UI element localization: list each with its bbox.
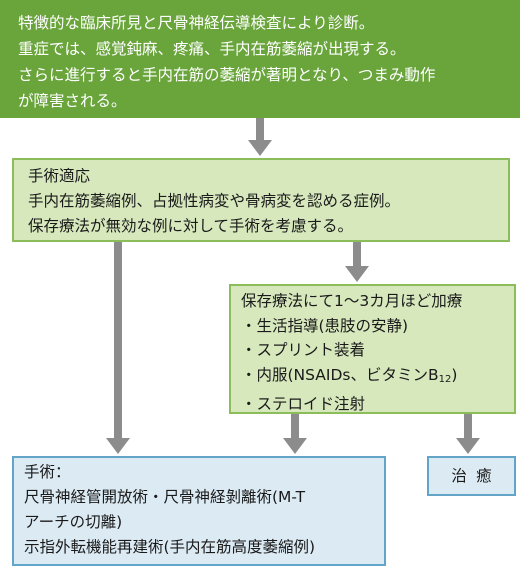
arrow-conservative-to-cure xyxy=(456,414,480,454)
conservative-therapy-box: 保存療法にて1〜3カ月ほど加療 ・生活指導(患肢の安静) ・スプリント装着 ・内… xyxy=(229,284,516,414)
surgery-line-3: 示指外転機能再建術(手内在筋高度萎縮例) xyxy=(24,538,316,556)
vitamin-subscript: 12 xyxy=(438,373,452,385)
diagnosis-line-2: 重症では、感覚鈍麻、疼痛、手内在筋萎縮が出現する。 xyxy=(18,40,406,58)
diagnosis-line-4: が障害される。 xyxy=(18,92,127,110)
surgery-line-2: アーチの切離) xyxy=(24,513,123,531)
conservative-item-lifestyle: ・生活指導(患肢の安静) xyxy=(241,316,409,335)
arrow-indication-to-conservative xyxy=(345,242,369,282)
cure-label: 治癒 xyxy=(451,467,501,485)
diagnosis-box: 特徴的な臨床所見と尺骨神経伝導検査により診断。 重症では、感覚鈍麻、疼痛、手内在… xyxy=(0,0,520,118)
conservative-item-steroid: ・ステロイド注射 xyxy=(241,395,366,413)
surgery-title: 手術： xyxy=(24,463,71,481)
medication-close: ) xyxy=(451,365,458,384)
medication-text: ・内服(NSAIDs、ビタミンB xyxy=(241,365,439,384)
cure-box: 治癒 xyxy=(427,456,516,496)
arrow-indication-to-surgery xyxy=(106,242,130,454)
surgery-line-1: 尺骨神経管開放術・尺骨神経剝離術(M-T xyxy=(24,488,306,506)
arrow-diagnosis-to-indication xyxy=(248,118,272,156)
surgery-box: 手術： 尺骨神経管開放術・尺骨神経剝離術(M-T アーチの切離) 示指外転機能再… xyxy=(12,456,386,566)
diagnosis-line-1: 特徴的な臨床所見と尺骨神経伝導検査により診断。 xyxy=(18,14,375,32)
diagnosis-line-3: さらに進行すると手内在筋の萎縮が著明となり、つまみ動作 xyxy=(18,66,436,84)
conservative-item-splint: ・スプリント装着 xyxy=(241,341,366,359)
conservative-item-medication: ・内服(NSAIDs、ビタミンB12) xyxy=(241,363,514,393)
surgery-indication-title: 手術適応 xyxy=(28,167,91,185)
conservative-title: 保存療法にて1〜3カ月ほど加療 xyxy=(241,292,463,310)
arrow-conservative-to-surgery xyxy=(283,414,307,454)
surgery-indication-line-1: 手内在筋萎縮例、占拠性病変や骨病変を認める症例。 xyxy=(28,192,401,210)
surgery-indication-box: 手術適応 手内在筋萎縮例、占拠性病変や骨病変を認める症例。 保存療法が無効な例に… xyxy=(12,158,510,242)
surgery-indication-line-2: 保存療法が無効な例に対して手術を考慮する。 xyxy=(28,217,354,235)
